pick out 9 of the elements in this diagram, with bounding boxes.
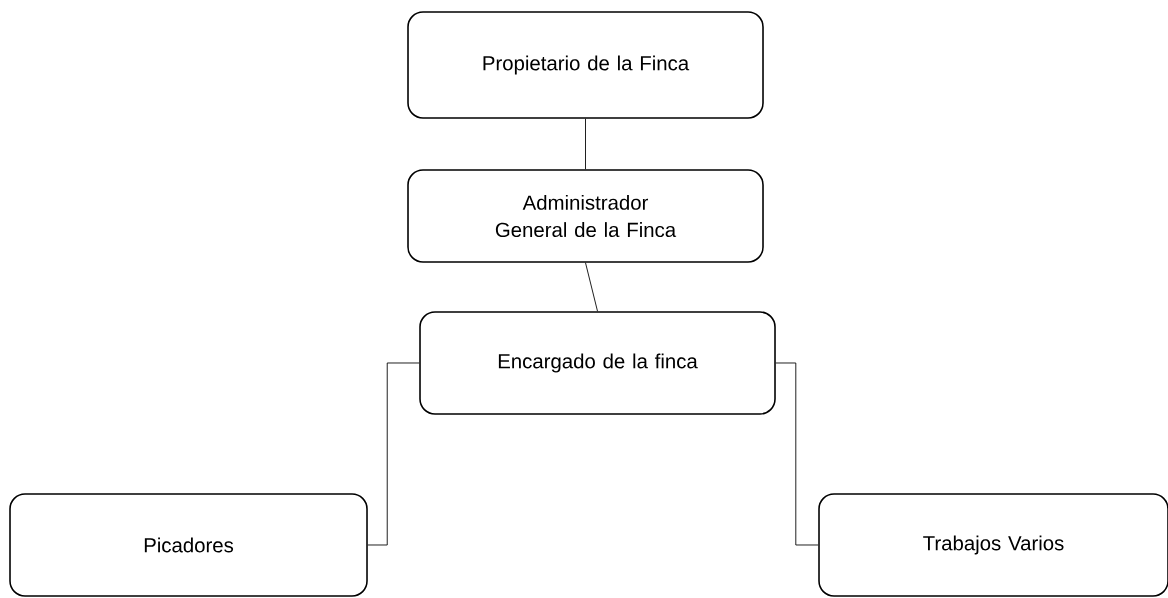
connector-line (585, 262, 598, 312)
org-box: Propietario de la Finca (407, 11, 764, 119)
org-box: Encargado de la finca (419, 311, 776, 415)
connector-line (585, 118, 586, 170)
connector-line (775, 362, 819, 546)
org-box: Administrador General de la Finca (407, 169, 764, 263)
org-box: Picadores (9, 493, 368, 597)
org-box: Trabajos Varios (818, 493, 1168, 597)
connector-line (367, 362, 420, 546)
